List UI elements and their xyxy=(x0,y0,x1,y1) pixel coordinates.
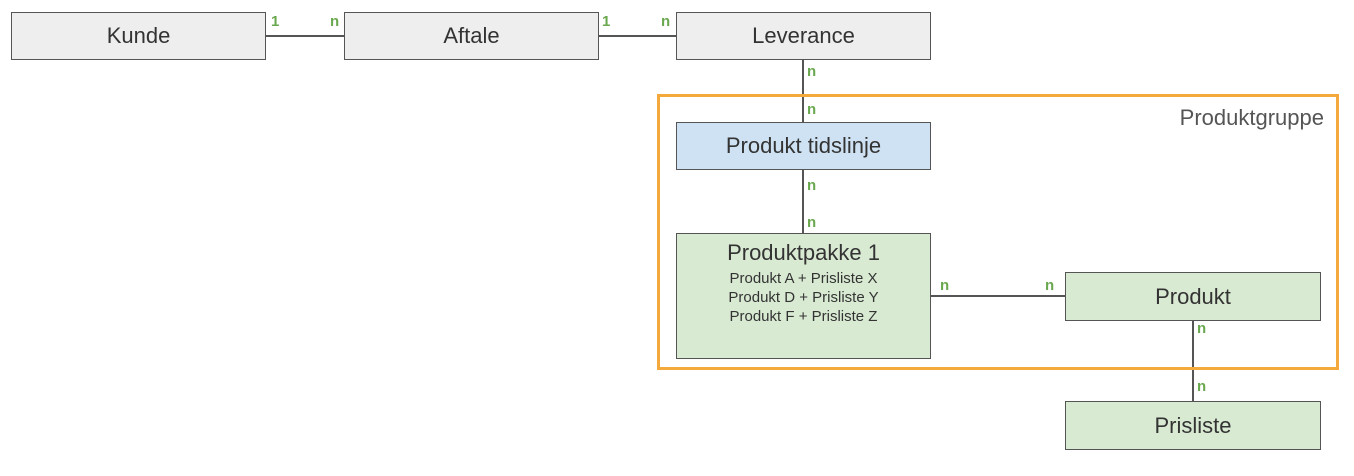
entity-produkt-tidslinje-label: Produkt tidslinje xyxy=(725,133,882,158)
entity-kunde[interactable]: Kunde xyxy=(11,12,266,60)
produktpakke-line: Produkt D + Prisliste Y xyxy=(728,289,879,306)
produktpakke-line: Produkt A + Prisliste X xyxy=(729,270,878,287)
entity-aftale[interactable]: Aftale xyxy=(344,12,599,60)
cardinality-tidslinje-bottom: n xyxy=(807,177,817,194)
entity-kunde-label: Kunde xyxy=(106,23,171,48)
entity-leverance[interactable]: Leverance xyxy=(676,12,931,60)
produktgruppe-container: Produktgruppe xyxy=(657,94,1339,370)
entity-leverance-label: Leverance xyxy=(752,23,855,48)
cardinality-tidslinje-top: n xyxy=(807,101,817,118)
cardinality-kunde-side: 1 xyxy=(271,13,280,30)
cardinality-leverance-bottom: n xyxy=(807,63,817,80)
entity-produkt[interactable]: Produkt xyxy=(1065,272,1321,321)
produktpakke-line: Produkt F + Prisliste Z xyxy=(729,308,878,325)
cardinality-produkt-left: n xyxy=(1045,277,1055,294)
entity-produktpakke[interactable]: Produktpakke 1 Produkt A + Prisliste X P… xyxy=(676,233,931,359)
entity-produkt-tidslinje[interactable]: Produkt tidslinje xyxy=(676,122,931,170)
cardinality-produkt-bottom: n xyxy=(1197,320,1207,337)
cardinality-leverance-side: n xyxy=(661,13,671,30)
entity-aftale-label: Aftale xyxy=(443,23,500,48)
cardinality-aftale-side-2: 1 xyxy=(602,13,611,30)
entity-produktpakke-title: Produktpakke 1 xyxy=(727,240,880,265)
produktpakke-contents: Produkt A + Prisliste X Produkt D + Pris… xyxy=(728,269,878,326)
cardinality-produktpakke-top: n xyxy=(807,214,817,231)
group-label: Produktgruppe xyxy=(1179,105,1324,130)
entity-produkt-label: Produkt xyxy=(1155,283,1231,309)
entity-prisliste-label: Prisliste xyxy=(1154,412,1232,438)
cardinality-prisliste-top: n xyxy=(1197,378,1207,395)
cardinality-produktpakke-right: n xyxy=(940,277,950,294)
entity-prisliste[interactable]: Prisliste xyxy=(1065,401,1321,450)
cardinality-aftale-side: n xyxy=(330,13,340,30)
